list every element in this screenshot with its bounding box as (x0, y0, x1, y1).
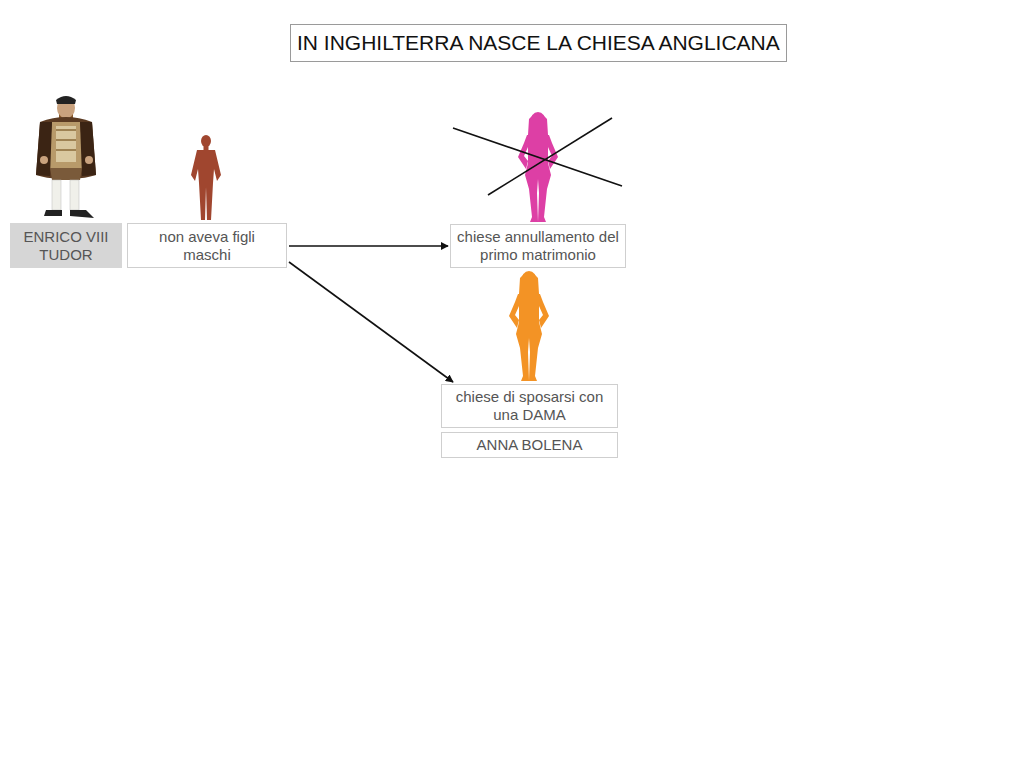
cross-line (453, 128, 622, 186)
title-box: IN INGHILTERRA NASCE LA CHIESA ANGLICANA (290, 24, 787, 62)
box-text: non aveva figli maschi (134, 228, 280, 264)
request-box: chiese di sposarsi con una DAMA (441, 384, 618, 428)
woman-silhouette (518, 112, 558, 222)
woman-silhouette (509, 271, 549, 381)
diagram-title: IN INGHILTERRA NASCE LA CHIESA ANGLICANA (297, 30, 780, 56)
arrow-connector (289, 245, 448, 247)
request-box: chiese annullamento del primo matrimonio (450, 224, 626, 268)
arrow-connector (289, 262, 453, 382)
king-portrait (36, 96, 96, 218)
cross-line (488, 118, 612, 195)
man-silhouette (191, 135, 221, 220)
box-text: ENRICO VIII TUDOR (17, 228, 115, 264)
name-box: ANNA BOLENA (441, 432, 618, 458)
box-text: chiese annullamento del primo matrimonio (457, 228, 619, 264)
box-text: chiese di sposarsi con una DAMA (448, 388, 611, 424)
name-box: ENRICO VIII TUDOR (10, 223, 122, 268)
box-text: ANNA BOLENA (477, 436, 583, 454)
fact-box: non aveva figli maschi (127, 223, 287, 268)
